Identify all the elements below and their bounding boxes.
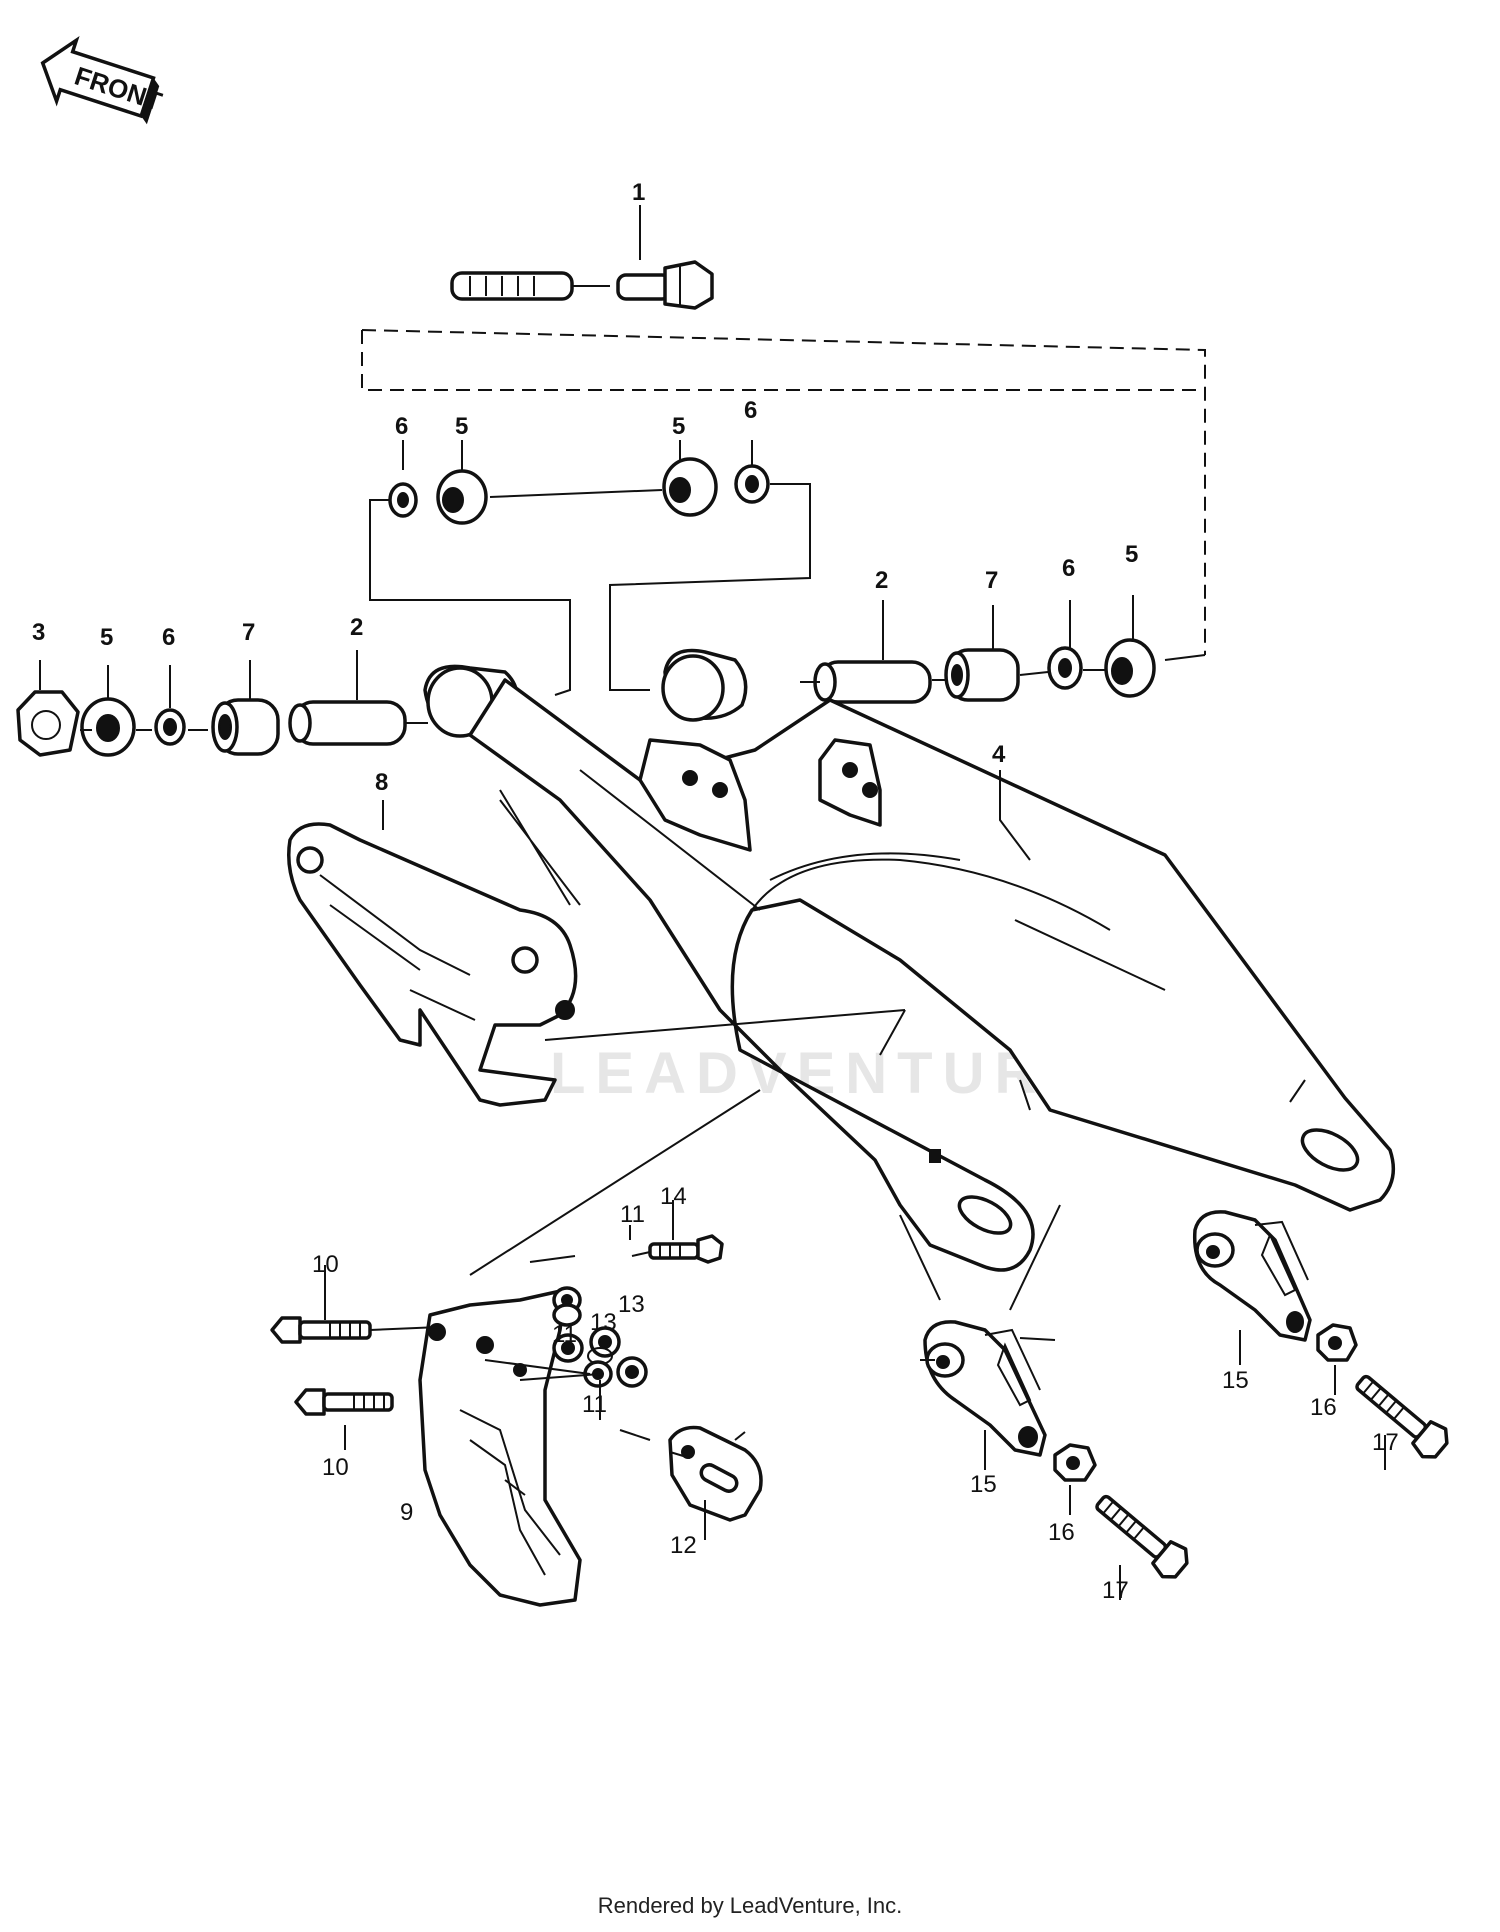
front-arrow-icon: FRONT <box>40 36 166 125</box>
pivot-bolt <box>616 260 714 310</box>
callout-13a: 13 <box>618 1291 645 1318</box>
adjuster-bolt-lower <box>1095 1494 1189 1579</box>
bolt-14 <box>648 1234 724 1264</box>
callout-8: 8 <box>375 769 388 796</box>
right-bushing-stack <box>813 638 1156 704</box>
adjuster-nut-upper <box>1316 1323 1358 1362</box>
callouts: 1 6 5 5 6 3 5 6 7 2 2 7 6 5 4 8 10 10 11… <box>32 179 1399 1604</box>
callout-5c: 5 <box>100 624 113 651</box>
chain-slipper <box>287 822 578 1107</box>
swing-arm <box>423 648 1396 1272</box>
chain-adjuster-right <box>1192 1210 1312 1342</box>
washers-nuts <box>552 1286 648 1388</box>
callout-17b: 17 <box>1102 1577 1129 1604</box>
adjuster-nut-lower <box>1053 1443 1097 1482</box>
callout-6c: 6 <box>162 624 175 651</box>
callout-10a: 10 <box>312 1251 339 1278</box>
chain-guide <box>418 1288 582 1607</box>
callout-3: 3 <box>32 619 45 646</box>
callout-4: 4 <box>992 741 1006 768</box>
footer-credit: Rendered by LeadVenture, Inc. <box>597 1893 903 1918</box>
callout-7b: 7 <box>985 567 998 594</box>
callout-5b: 5 <box>672 413 685 440</box>
left-bushing-stack <box>16 690 407 757</box>
callout-1: 1 <box>632 179 645 206</box>
chain-adjuster-left <box>923 1320 1047 1457</box>
callout-10b: 10 <box>322 1454 349 1481</box>
pivot-shaft <box>450 271 610 301</box>
callout-13b: 13 <box>590 1309 617 1336</box>
callout-15a: 15 <box>1222 1367 1249 1394</box>
callout-11c: 11 <box>582 1391 607 1418</box>
guide-bolt-lower <box>294 1388 394 1416</box>
callout-6b: 6 <box>744 397 757 424</box>
callout-17a: 17 <box>1372 1429 1399 1456</box>
guide-plate <box>668 1425 763 1522</box>
callout-11b: 11 <box>552 1321 577 1348</box>
callout-7a: 7 <box>242 619 255 646</box>
upper-bushings <box>388 457 770 525</box>
callout-14: 14 <box>660 1183 687 1210</box>
callout-2b: 2 <box>875 567 888 594</box>
callout-12: 12 <box>670 1532 697 1559</box>
callout-5d: 5 <box>1125 541 1138 568</box>
callout-6d: 6 <box>1062 555 1075 582</box>
callout-2a: 2 <box>350 614 363 641</box>
guide-bolt-upper <box>270 1316 372 1344</box>
callout-11a: 11 <box>620 1201 645 1228</box>
adjuster-bolt-upper <box>1355 1374 1449 1459</box>
callout-5a: 5 <box>455 413 468 440</box>
callout-9: 9 <box>400 1499 413 1526</box>
callout-6a: 6 <box>395 413 408 440</box>
callout-16a: 16 <box>1310 1394 1337 1421</box>
callout-15b: 15 <box>970 1471 997 1498</box>
callout-16b: 16 <box>1048 1519 1075 1546</box>
